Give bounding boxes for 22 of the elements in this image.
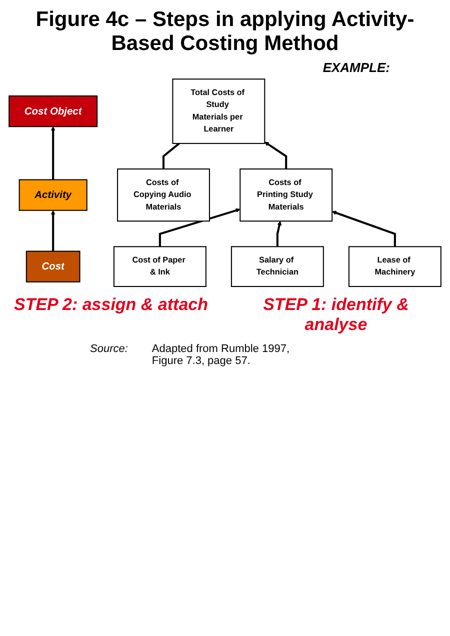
node-box: Salary of Technician (230, 246, 324, 287)
node-box: Costs of Copying Audio Materials (117, 168, 210, 222)
arrow (50, 126, 56, 180)
source-label: Source: (90, 342, 128, 357)
node-box: Cost (26, 250, 80, 282)
node-box: Activity (18, 179, 88, 211)
arrow (264, 142, 288, 169)
arrow (50, 210, 56, 252)
diagram-title: Figure 4c – Steps in applying Activity-Based Costing Method (34, 8, 416, 56)
step-label: STEP 2: assign & attach (14, 294, 208, 316)
node-box: Costs of Printing Study Materials (240, 168, 333, 222)
node-box: Lease of Machinery (348, 246, 442, 287)
step-label: STEP 1: identify & analyse (262, 294, 410, 335)
connector (162, 142, 180, 169)
arrow (332, 210, 396, 247)
source-citation: Adapted from Rumble 1997, Figure 7.3, page 57. (152, 342, 291, 367)
example-heading: EXAMPLE: (322, 60, 390, 75)
node-box: Cost Object (8, 95, 98, 128)
arrow (158, 208, 240, 247)
node-box: Total Costs of Study Materials per Learner (172, 78, 266, 144)
arrow (276, 220, 282, 247)
node-box: Cost of Paper & Ink (113, 246, 206, 287)
